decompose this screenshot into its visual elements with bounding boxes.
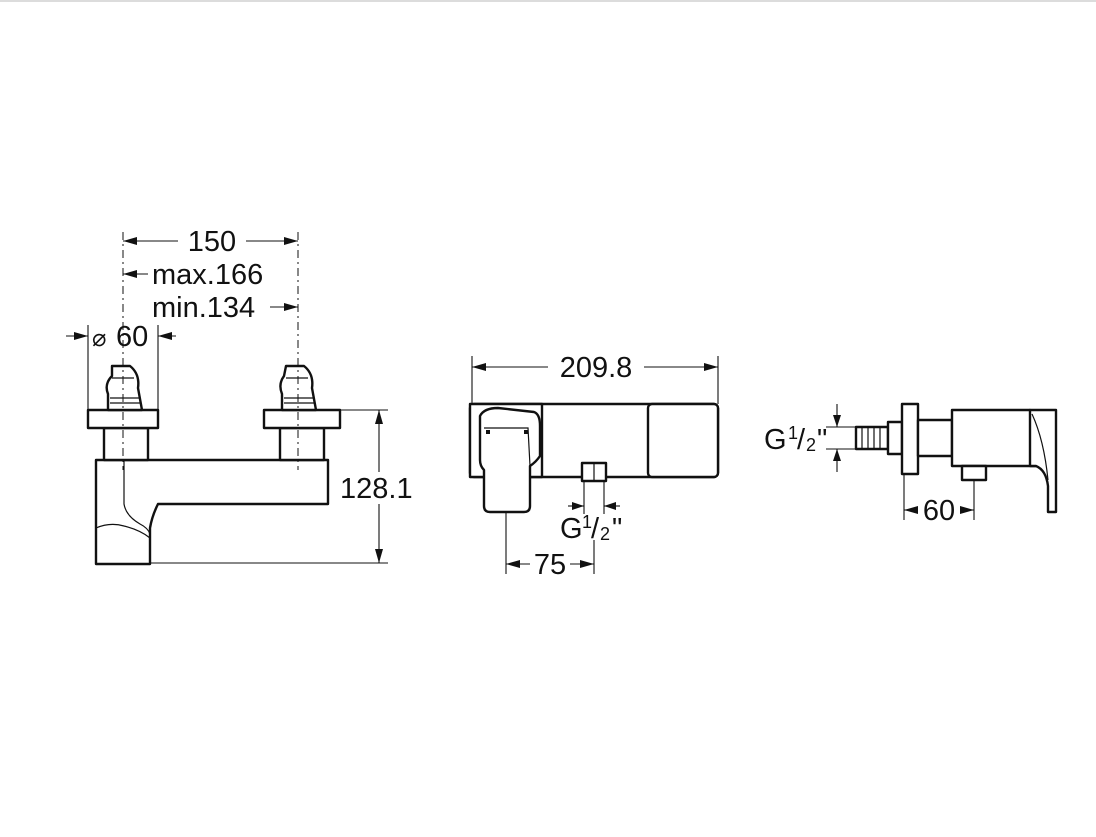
thread-g: G: [560, 513, 583, 545]
dim-max-arrow: [123, 270, 137, 278]
top-border: [0, 0, 1096, 2]
spout-inner-curve: [123, 460, 151, 535]
dim-max-label: max.166: [152, 259, 263, 291]
thread-arrow-left: [572, 502, 584, 510]
thread-den: 2: [600, 524, 610, 544]
dim-209-label: 209.8: [560, 352, 633, 384]
spout-body: [94, 458, 330, 566]
dim-dia-arrow-left: [74, 332, 88, 340]
thread-num: 1: [582, 512, 592, 532]
side-thread-den: 2: [806, 435, 816, 455]
side-thread-num: 1: [788, 423, 798, 443]
side-thread-quote: ": [817, 424, 827, 456]
dim-height-arrow-top: [375, 410, 383, 424]
side-dim-label: 60: [923, 495, 955, 527]
handle-lever: [478, 406, 542, 514]
dim-150-arrow-left: [123, 237, 137, 245]
side-view: G 1 / 2 " 60: [764, 402, 1058, 527]
dim-209-arrow-left: [472, 363, 486, 371]
handle-mark-left: [486, 430, 490, 434]
side-thread-g: G: [764, 424, 787, 456]
dim-min-arrow: [284, 303, 298, 311]
side-dim-arrow-right: [960, 506, 974, 514]
handle-mark-right: [524, 430, 528, 434]
thread-quote: ": [612, 513, 622, 545]
side-mixer-body: [950, 408, 1042, 468]
thread-arrow-right: [604, 502, 616, 510]
right-end-cap: [646, 402, 720, 479]
inlet-nut: [886, 420, 904, 456]
dim-75-arrow-right: [580, 560, 594, 568]
dim-dia-label: 60: [116, 321, 148, 353]
side-thread-arrow-top: [833, 415, 841, 427]
side-thread-arrow-bottom: [833, 449, 841, 461]
inlet-thread: [854, 425, 890, 451]
right-connector-body: [278, 426, 326, 462]
thread-slash: /: [591, 513, 600, 545]
top-view: 209.8 G 1 / 2 " 75: [468, 352, 720, 581]
front-view: 150 max.166 min.134 ⌀ 60 128.1: [66, 226, 413, 566]
spout-outlet: [95, 523, 151, 539]
side-thread-slash: /: [797, 424, 806, 456]
dim-75-arrow-left: [506, 560, 520, 568]
dim-min-label: min.134: [152, 292, 255, 324]
dim-dia-arrow-right: [158, 332, 172, 340]
dim-height-label: 128.1: [340, 473, 413, 505]
left-eccentric-nut: [105, 364, 144, 412]
connector-body: [916, 418, 954, 458]
dim-209-arrow-right: [704, 363, 718, 371]
right-flange: [262, 408, 342, 430]
side-lever: [1028, 408, 1058, 514]
dim-dia-symbol: ⌀: [92, 325, 106, 352]
dim-150-arrow-right: [284, 237, 298, 245]
dim-height-arrow-bottom: [375, 549, 383, 563]
wall-flange: [900, 402, 920, 476]
dim-75-label: 75: [534, 549, 566, 581]
side-lever-inner: [1031, 413, 1049, 481]
side-dim-arrow-left: [904, 506, 918, 514]
dim-150-label: 150: [188, 226, 236, 258]
left-connector-body: [102, 426, 150, 462]
side-outlet: [960, 464, 988, 482]
handle-face: [484, 427, 531, 467]
